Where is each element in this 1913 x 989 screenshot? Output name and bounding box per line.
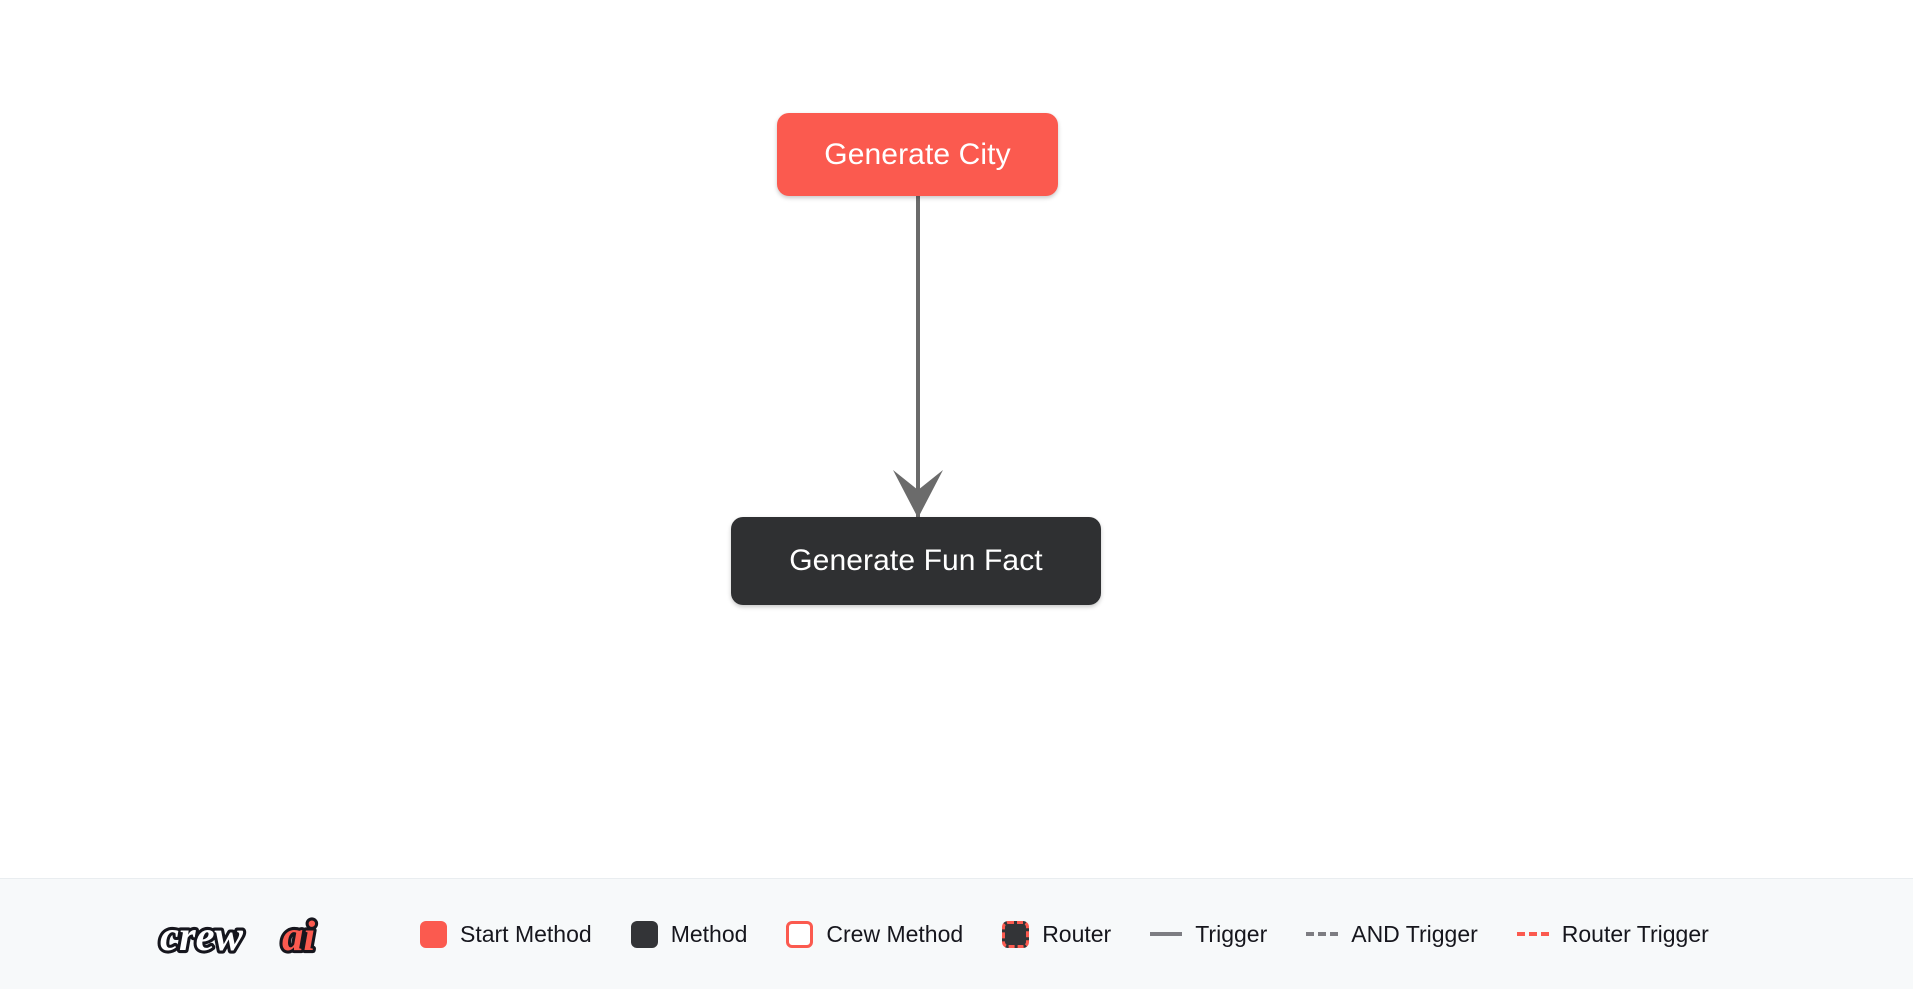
legend-item-and-trigger: AND Trigger <box>1306 920 1478 947</box>
legend-item-method: Method <box>630 920 748 948</box>
legend-item-crew-method: Crew Method <box>786 920 964 948</box>
legend-item-label: Start Method <box>460 920 592 947</box>
crew-method-swatch-icon <box>786 920 814 948</box>
legend-bar: crew ai Start Method Method Crew Method … <box>0 878 1913 989</box>
legend-item-router: Router <box>1002 920 1112 948</box>
legend-item-label: AND Trigger <box>1351 920 1478 947</box>
flow-node-generate-fun-fact[interactable]: Generate Fun Fact <box>731 517 1101 605</box>
method-swatch-icon <box>630 920 658 948</box>
edge-generate-city-to-generate-fun-fact <box>893 196 943 518</box>
crewai-logo: crew ai <box>157 910 318 963</box>
legend-item-label: Crew Method <box>826 920 964 947</box>
flow-node-generate-city[interactable]: Generate City <box>777 113 1058 196</box>
edge-arrowhead-icon <box>893 470 943 518</box>
legend-item-label: Router <box>1042 920 1112 947</box>
legend-item-label: Trigger <box>1195 920 1268 947</box>
legend-item-start-method: Start Method <box>420 920 592 948</box>
trigger-line-icon <box>1150 932 1183 936</box>
legend-items: Start Method Method Crew Method Router T… <box>420 920 1748 948</box>
router-swatch-icon <box>1002 920 1030 948</box>
start-method-swatch-icon <box>420 920 447 948</box>
legend-item-trigger: Trigger <box>1150 920 1268 947</box>
crewai-logo-ai-text: ai <box>282 913 315 960</box>
router-trigger-line-icon <box>1516 932 1549 936</box>
flow-canvas[interactable]: Generate City Generate Fun Fact <box>0 0 1913 878</box>
and-trigger-line-icon <box>1306 932 1339 936</box>
flow-node-label: Generate City <box>824 137 1011 171</box>
legend-item-router-trigger: Router Trigger <box>1516 920 1709 947</box>
legend-item-label: Router Trigger <box>1561 920 1709 947</box>
flow-node-label: Generate Fun Fact <box>789 544 1043 577</box>
crewai-logo-crew-text: crew <box>160 913 244 960</box>
legend-item-label: Method <box>670 920 748 947</box>
